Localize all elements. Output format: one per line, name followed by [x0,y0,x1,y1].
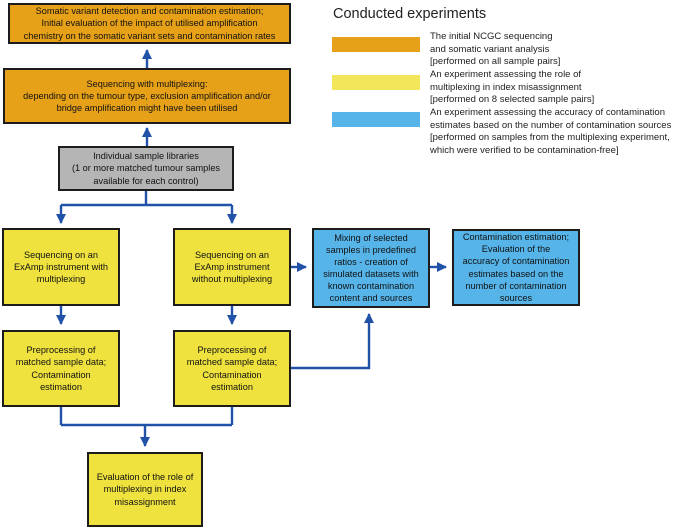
legend-label-blue: An experiment assessing the accuracy of … [430,107,672,157]
legend-label-yellow: An experiment assessing the role of mult… [430,69,595,106]
box-contamination-estimation: Contamination estimation; Evaluation of … [452,229,580,306]
box-sequencing-with-multiplexing: Sequencing with multiplexing: depending … [3,68,291,124]
legend-label-orange: The initial NCGC sequencing and somatic … [430,31,561,68]
legend-swatch-blue [332,112,420,127]
box-evaluation-multiplexing: Evaluation of the role of multiplexing i… [87,452,203,527]
legend-swatch-orange [332,37,420,52]
box-sequencing-examp-without: Sequencing on an ExAmp instrument withou… [173,228,291,306]
arrow-preproc-to-mixing [291,312,375,370]
box-preprocessing-left: Preprocessing of matched sample data; Co… [2,330,120,407]
box-somatic-variant-detection: Somatic variant detection and contaminat… [8,3,291,44]
legend-swatch-yellow [332,75,420,90]
box-mixing-samples: Mixing of selected samples in predefined… [312,228,430,308]
box-individual-sample-libraries: Individual sample libraries (1 or more m… [58,146,234,191]
box-sequencing-examp-with: Sequencing on an ExAmp instrument with m… [2,228,120,306]
legend-title: Conducted experiments [333,6,487,22]
box-preprocessing-right: Preprocessing of matched sample data; Co… [173,330,291,407]
